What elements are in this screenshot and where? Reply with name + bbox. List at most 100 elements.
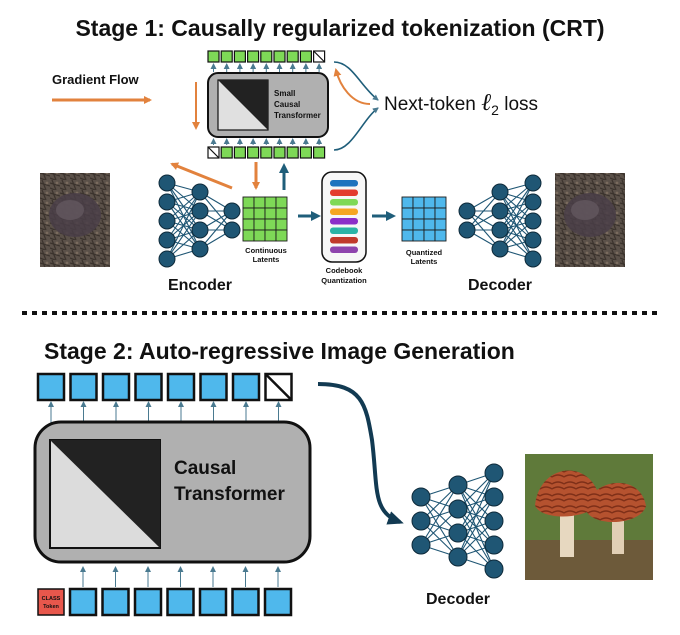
small-transformer-line1: Small xyxy=(274,89,295,98)
latent-cell xyxy=(412,207,425,220)
token xyxy=(220,50,233,63)
class-token-line2: Token xyxy=(43,604,59,610)
decoder-network-stage2 xyxy=(411,463,504,579)
network-node xyxy=(524,250,542,268)
latent-cell xyxy=(275,218,288,231)
token xyxy=(101,372,131,402)
network-node xyxy=(491,202,509,220)
network-edge xyxy=(166,210,201,260)
latent-cell xyxy=(401,229,414,242)
network-edge xyxy=(420,484,459,546)
latent-cell xyxy=(253,229,266,242)
network-node xyxy=(223,202,241,220)
mask-diagonal xyxy=(313,50,326,63)
latent-cell xyxy=(401,207,414,220)
token xyxy=(207,50,220,63)
network-node xyxy=(524,231,542,249)
network-node xyxy=(484,463,504,483)
network-node xyxy=(448,499,468,519)
network-node xyxy=(524,174,542,192)
token xyxy=(273,50,286,63)
codebook-entry xyxy=(330,180,358,187)
codebook-entry xyxy=(330,237,358,244)
token xyxy=(199,372,228,402)
network-node xyxy=(191,202,209,220)
latent-cell xyxy=(253,196,266,209)
tokens-to-decoder-arrow xyxy=(317,382,404,525)
continuous-latents-label-1: Continuous xyxy=(245,246,287,255)
latent-cell xyxy=(412,229,425,242)
mask-diagonal xyxy=(264,373,293,401)
network-edge xyxy=(166,191,201,241)
latent-cell xyxy=(423,218,436,231)
token xyxy=(263,587,293,617)
decoder-label-stage1: Decoder xyxy=(468,277,532,294)
loss-label: Next-token ℓ2 loss xyxy=(384,88,538,118)
codebook-entry xyxy=(330,218,358,225)
generated-token-row xyxy=(36,372,293,432)
latent-cell xyxy=(434,196,447,209)
input-mushroom-image xyxy=(40,173,110,267)
reconstruction-mushroom-image xyxy=(555,173,625,267)
network-edge xyxy=(457,496,495,558)
token xyxy=(231,587,260,617)
network-node xyxy=(191,221,209,239)
latent-cell xyxy=(275,207,288,220)
network-edge xyxy=(457,472,495,534)
loss-arrow-top xyxy=(333,61,379,101)
small-causal-transformer: Small Causal Transformer xyxy=(207,72,329,138)
continuous-latents-label-2: Latents xyxy=(253,255,280,264)
encoder-network xyxy=(158,174,241,268)
causal-transformer-line2: Transformer xyxy=(174,484,285,505)
token xyxy=(247,50,260,63)
class-token: CLASS Token xyxy=(37,588,65,616)
decoder-label-stage2: Decoder xyxy=(426,591,490,608)
latent-cell xyxy=(423,229,436,242)
latent-cell xyxy=(401,196,414,209)
token xyxy=(69,372,98,402)
token xyxy=(260,146,273,159)
network-node xyxy=(223,221,241,239)
latent-cell xyxy=(264,207,277,220)
token xyxy=(36,372,66,402)
latent-cell xyxy=(412,196,425,209)
loss-arrow-bottom xyxy=(333,107,379,151)
latent-cell xyxy=(401,218,414,231)
latent-cell xyxy=(253,207,266,220)
encoder-gradient-arrow xyxy=(170,162,233,190)
small-transformer-line2: Causal xyxy=(274,100,300,109)
encoder-label: Encoder xyxy=(168,277,232,294)
latent-cell xyxy=(434,229,447,242)
latent-cell xyxy=(264,218,277,231)
network-node xyxy=(491,183,509,201)
network-node xyxy=(411,487,431,507)
network-node xyxy=(191,240,209,258)
small-transformer-line3: Transformer xyxy=(274,111,321,120)
network-node xyxy=(158,231,176,249)
network-node xyxy=(491,240,509,258)
token xyxy=(233,50,246,63)
latent-cell xyxy=(423,196,436,209)
token xyxy=(220,146,233,159)
codebook-label-1: Codebook xyxy=(326,266,363,275)
network-edge xyxy=(499,182,534,250)
token xyxy=(299,146,312,159)
token xyxy=(233,146,246,159)
codebook-label-2: Quantization xyxy=(321,276,367,285)
output-token-row xyxy=(207,50,326,72)
token xyxy=(198,587,228,617)
class-token-line1: CLASS xyxy=(42,596,61,602)
latent-cell xyxy=(242,196,255,209)
codebook-entry xyxy=(330,246,358,253)
network-edge xyxy=(457,472,495,558)
codebook-entry xyxy=(330,189,358,196)
network-edge xyxy=(499,182,534,231)
continuous-latents-grid xyxy=(242,196,288,242)
network-node xyxy=(458,202,476,220)
latent-cell xyxy=(423,207,436,220)
latent-cell xyxy=(264,229,277,242)
network-node xyxy=(491,221,509,239)
network-edge xyxy=(166,191,201,260)
gradient-arrow-loss xyxy=(333,68,371,105)
token xyxy=(133,587,163,617)
